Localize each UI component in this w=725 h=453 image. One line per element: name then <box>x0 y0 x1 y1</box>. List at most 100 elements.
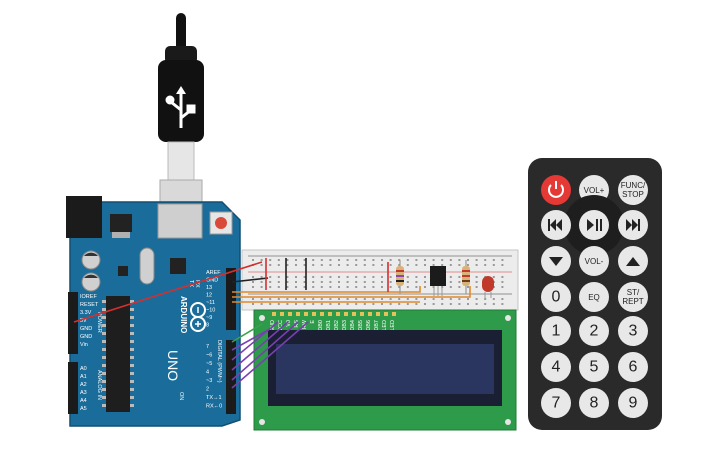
breadboard-hole <box>320 281 323 283</box>
breadboard-hole <box>338 264 340 266</box>
ir-remote: VOL+ FUNC/ STOP <box>528 158 662 430</box>
lcd-pin-label: LED <box>382 320 388 331</box>
power-header <box>68 292 78 354</box>
breadboard-hole <box>492 298 495 300</box>
power-pin-label: 5V <box>80 318 87 324</box>
analog-pin-label: A4 <box>80 398 87 404</box>
breadboard-hole <box>260 264 263 266</box>
rx-label: RX <box>194 280 200 288</box>
on-label: ON <box>178 392 184 400</box>
power-pin-label: GND <box>80 334 92 340</box>
vol-down-button[interactable]: VOL- <box>579 246 609 276</box>
lcd-pin-label: VCC <box>278 320 284 332</box>
digit-8-button[interactable]: 8 <box>579 388 609 418</box>
breadboard-hole <box>389 264 392 266</box>
ir-receiver <box>430 266 446 296</box>
breadboard-hole <box>269 281 272 283</box>
breadboard-hole <box>458 303 461 305</box>
breadboard-hole <box>277 286 280 288</box>
breadboard-hole <box>295 286 297 288</box>
lcd-pin-label: DB5 <box>358 320 364 331</box>
digit-2-button[interactable]: 2 <box>579 316 609 346</box>
digit-0-button[interactable]: 0 <box>541 282 571 312</box>
power-pin-label: 3.3V <box>80 310 92 316</box>
breadboard-hole <box>398 264 401 266</box>
breadboard-hole <box>381 281 383 283</box>
brand-label: ARDUINO <box>179 296 188 333</box>
chip-pin <box>130 300 134 303</box>
power-pin-label: RESET <box>80 302 99 308</box>
next-button[interactable] <box>618 210 648 240</box>
breadboard-hole <box>252 286 254 288</box>
breadboard-hole <box>346 276 349 278</box>
chip-pin <box>102 404 106 407</box>
breadboard-hole <box>286 259 289 261</box>
chip-pin <box>102 324 106 327</box>
digit-1-button[interactable]: 1 <box>541 316 571 346</box>
digit-3-button[interactable]: 3 <box>618 316 648 346</box>
lcd-pin-label: DB3 <box>342 320 348 331</box>
breadboard-hole <box>475 276 478 278</box>
power-pin-label: Vin <box>80 342 88 348</box>
digit-5-label: 5 <box>590 359 599 376</box>
digit-7-button[interactable]: 7 <box>541 388 571 418</box>
breadboard-hole <box>424 303 426 305</box>
breadboard-hole <box>441 298 444 300</box>
analog-pin-label: A5 <box>80 406 87 412</box>
power-button[interactable] <box>541 175 571 205</box>
breadboard-hole <box>363 298 366 300</box>
breadboard-hole <box>260 286 263 288</box>
usb-port <box>157 203 203 239</box>
digital-header-top <box>226 268 236 330</box>
eq-button[interactable]: EQ <box>579 282 609 312</box>
breadboard-hole <box>355 281 358 283</box>
breadboard-hole <box>406 281 409 283</box>
breadboard-hole <box>415 264 418 266</box>
digit-5-button[interactable]: 5 <box>579 352 609 382</box>
breadboard-hole <box>389 259 392 261</box>
fast-forward-icon <box>626 219 640 231</box>
digit-6-button[interactable]: 6 <box>618 352 648 382</box>
prev-button[interactable] <box>541 210 571 240</box>
play-pause-button[interactable] <box>579 210 609 240</box>
breadboard-hole <box>372 286 375 288</box>
wire-d6 <box>231 321 279 361</box>
breadboard-hole <box>355 298 358 300</box>
breadboard-hole <box>286 281 289 283</box>
breadboard-hole <box>432 303 435 305</box>
up-button[interactable] <box>618 246 648 276</box>
lcd-pin <box>272 312 276 316</box>
digit-9-button[interactable]: 9 <box>618 388 648 418</box>
breadboard-hole <box>501 264 504 266</box>
lcd-pin <box>336 312 340 316</box>
digit-4-button[interactable]: 4 <box>541 352 571 382</box>
power-pin-label: GND <box>80 326 92 332</box>
chip-pin <box>130 324 134 327</box>
digital-pin-label: ~5 <box>206 361 212 367</box>
breadboard-hole <box>492 259 495 261</box>
breadboard-hole <box>303 298 306 300</box>
chevron-up-icon <box>626 257 640 266</box>
breadboard-hole <box>441 259 444 261</box>
breadboard-hole <box>269 264 272 266</box>
breadboard-hole <box>475 298 478 300</box>
st-rept-button[interactable]: ST/ REPT <box>618 282 648 312</box>
usb-symbol-icon <box>165 86 196 128</box>
lcd-pin-label: V0 <box>286 320 292 327</box>
digit-4-label: 4 <box>552 359 561 376</box>
chevron-down-icon <box>549 257 563 266</box>
func-stop-button[interactable]: FUNC/ STOP <box>618 175 648 205</box>
breadboard-hole <box>252 276 254 278</box>
breadboard-hole <box>449 286 452 288</box>
lcd-pin <box>328 312 332 316</box>
breadboard-hole <box>406 264 409 266</box>
lcd-pin <box>288 312 292 316</box>
chip-pin <box>102 300 106 303</box>
lcd-pin-label: DB6 <box>366 320 372 331</box>
breadboard-hole <box>312 276 315 278</box>
down-button[interactable] <box>541 246 571 276</box>
lcd-pin <box>320 312 324 316</box>
digital-pin-label: GND <box>206 278 218 284</box>
breadboard-hole <box>467 259 469 261</box>
